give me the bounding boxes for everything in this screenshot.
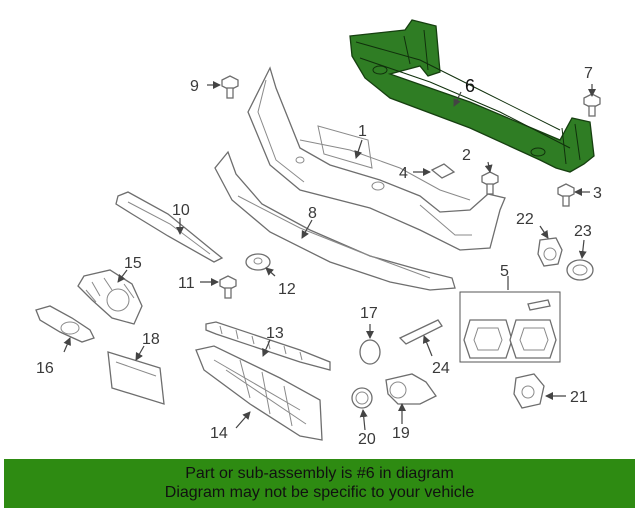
callout-6: 6 bbox=[465, 76, 475, 96]
part-20-ring[interactable] bbox=[351, 387, 373, 409]
part-4-clip[interactable] bbox=[430, 163, 456, 179]
callout-22: 22 bbox=[516, 211, 534, 228]
info-banner: Part or sub-assembly is #6 in diagram Di… bbox=[4, 459, 635, 508]
callout-9: 9 bbox=[190, 78, 199, 95]
leader-lines bbox=[63, 81, 596, 431]
banner-line-1: Part or sub-assembly is #6 in diagram bbox=[185, 465, 454, 482]
callout-13: 13 bbox=[266, 325, 284, 342]
part-7-bolt[interactable] bbox=[583, 93, 601, 117]
callout-21: 21 bbox=[570, 389, 588, 406]
part-11-screw[interactable] bbox=[219, 275, 237, 299]
part-9-bolt[interactable] bbox=[221, 75, 239, 99]
part-10-bracket[interactable] bbox=[115, 191, 224, 263]
banner-line-2: Diagram may not be specific to your vehi… bbox=[164, 484, 475, 501]
part-1-bumper-cover[interactable] bbox=[247, 66, 506, 251]
part-2-screw[interactable] bbox=[481, 171, 499, 195]
callout-16: 16 bbox=[36, 360, 54, 377]
callout-14: 14 bbox=[210, 425, 228, 442]
callout-3: 3 bbox=[593, 185, 602, 202]
part-14-grille-mesh[interactable] bbox=[195, 345, 323, 441]
callout-10: 10 bbox=[172, 202, 190, 219]
callout-8: 8 bbox=[308, 205, 317, 222]
part-8-lower-bumper[interactable] bbox=[214, 150, 456, 291]
callout-12: 12 bbox=[278, 281, 296, 298]
callout-18: 18 bbox=[142, 331, 160, 348]
callout-1: 1 bbox=[358, 123, 367, 140]
part-21-sensor[interactable] bbox=[513, 373, 545, 409]
callout-4: 4 bbox=[399, 165, 408, 182]
callout-19: 19 bbox=[392, 425, 410, 442]
part-3-bolt[interactable] bbox=[557, 183, 575, 207]
part-23-ring[interactable] bbox=[566, 259, 594, 281]
callout-17: 17 bbox=[360, 305, 378, 322]
part-19-sensor[interactable] bbox=[385, 373, 437, 405]
callout-24: 24 bbox=[432, 360, 450, 377]
part-16-bezel[interactable] bbox=[35, 305, 95, 343]
part-12-grommet[interactable] bbox=[245, 253, 271, 271]
part-24-strip[interactable] bbox=[398, 319, 443, 345]
part-6-impact-bar[interactable] bbox=[349, 19, 595, 173]
callout-7: 7 bbox=[584, 65, 593, 82]
part-15-grille[interactable] bbox=[77, 269, 143, 325]
callout-15: 15 bbox=[124, 255, 142, 272]
callout-labels: 6 1 2 3 4 7 9 8 10 11 12 15 16 13 14 18 … bbox=[36, 65, 602, 448]
callout-5: 5 bbox=[500, 263, 509, 280]
callout-11: 11 bbox=[178, 275, 195, 292]
callout-2: 2 bbox=[462, 147, 471, 164]
part-17-cap[interactable] bbox=[359, 339, 381, 365]
part-18-plate-bracket[interactable] bbox=[107, 351, 165, 405]
callout-23: 23 bbox=[574, 223, 592, 240]
callout-20: 20 bbox=[358, 431, 376, 448]
part-22-sensor[interactable] bbox=[537, 237, 563, 267]
part-5-kit[interactable] bbox=[459, 291, 561, 363]
